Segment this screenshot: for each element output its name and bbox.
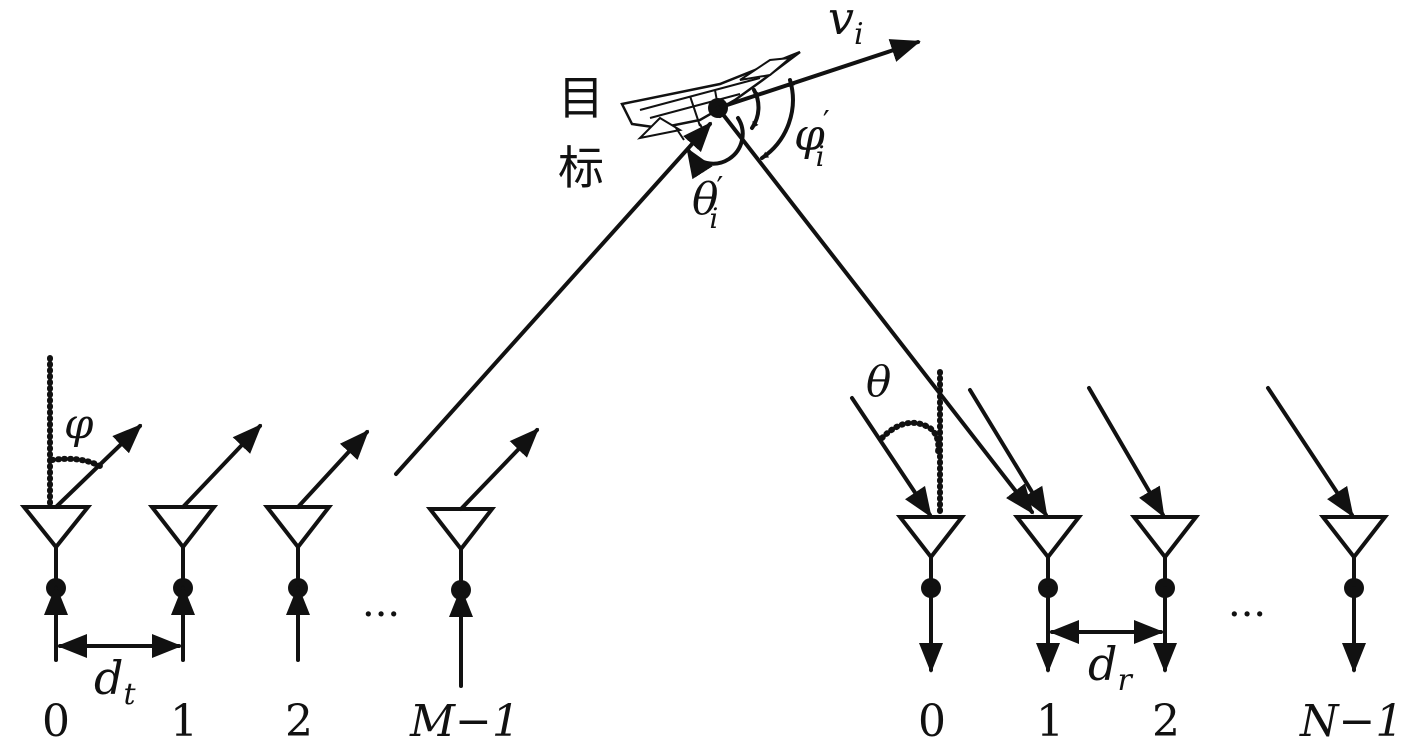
rx-spacing-label: dr <box>1088 637 1133 698</box>
transmit-array <box>19 423 540 688</box>
target-aircraft-icon <box>620 50 801 141</box>
phi-prime-label: φ′i <box>794 105 830 173</box>
tx-angle-label: φ <box>64 399 94 448</box>
rx-angle-label: θ <box>866 357 891 406</box>
tx-element-label: M−1 <box>409 696 520 744</box>
receive-array <box>850 386 1390 673</box>
theta-prime-arc <box>686 116 745 180</box>
tx-element-label: 2 <box>285 696 313 744</box>
rx-element-label: 2 <box>1152 696 1180 744</box>
tx-element <box>262 429 370 662</box>
receive-path-line <box>716 106 1034 515</box>
rx-ellipsis: ··· <box>1228 592 1266 638</box>
tx-element-label: 0 <box>42 696 70 744</box>
tx-element <box>425 427 540 688</box>
rx-element <box>1266 386 1390 673</box>
rx-angle-arc <box>879 419 942 455</box>
tx-ellipsis: ··· <box>362 592 400 638</box>
rx-element <box>1087 386 1201 673</box>
target-label-line2: 标 <box>558 141 604 195</box>
rx-element <box>968 388 1084 673</box>
phi-prime-arc <box>760 78 796 160</box>
tx-element-label: 1 <box>170 696 198 744</box>
target-label-line1: 目 <box>558 71 604 125</box>
velocity-arrow <box>716 39 921 110</box>
tx-angle-arc <box>49 455 103 469</box>
tx-element <box>147 423 263 662</box>
rx-element-label: 0 <box>918 696 946 744</box>
rx-element-label: 1 <box>1036 696 1064 744</box>
tx-spacing-label: dt <box>94 651 136 712</box>
rx-element-label: N−1 <box>1299 696 1403 744</box>
theta-prime-label: θ′i <box>692 171 724 235</box>
rx-element <box>850 396 967 673</box>
velocity-label: vi <box>828 0 864 52</box>
transmit-path-line <box>394 121 713 476</box>
